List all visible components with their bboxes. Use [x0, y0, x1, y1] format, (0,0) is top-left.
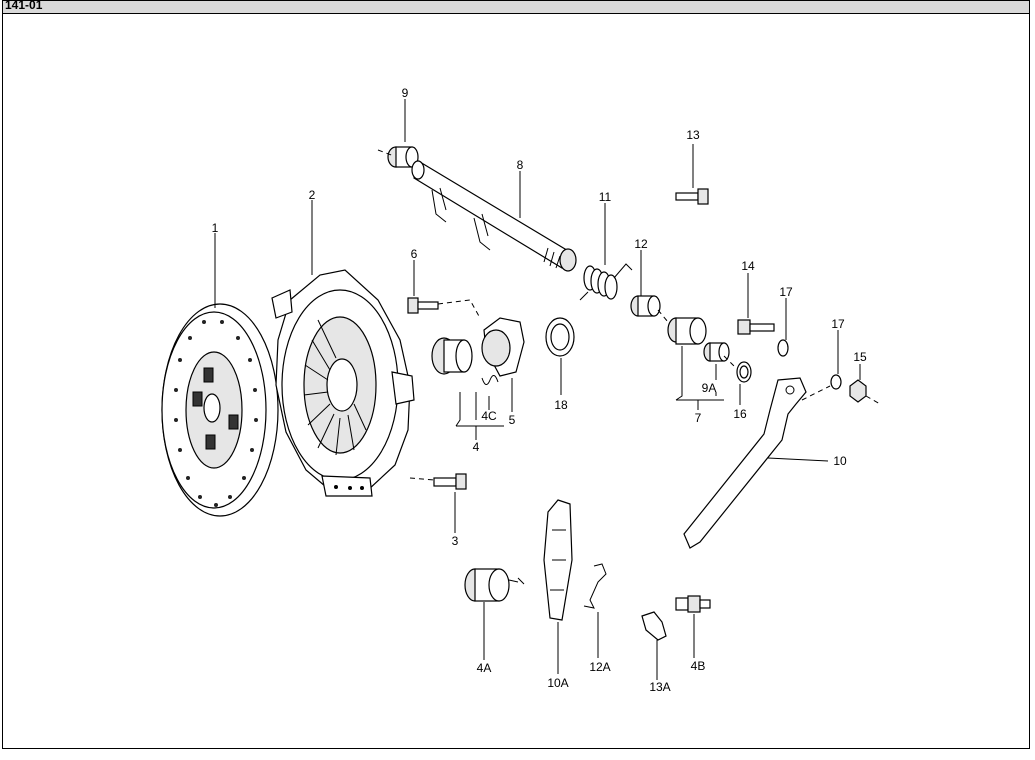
part-2-pressure-plate[interactable]: [271, 269, 415, 497]
callout-11: 11: [599, 190, 612, 204]
callout-15: 15: [853, 350, 867, 364]
callout-13: 13: [686, 128, 700, 142]
callout-7: 7: [695, 411, 702, 425]
callout-6: 6: [411, 247, 418, 261]
callout-4A: 4A: [477, 661, 492, 675]
part-7-bushing-set[interactable]: [667, 317, 707, 345]
part-10-release-lever[interactable]: [683, 377, 807, 549]
part-13-bolt[interactable]: [675, 188, 709, 205]
title-bar: 141-01: [3, 0, 1029, 14]
part-11-return-spring[interactable]: [579, 263, 633, 301]
callout-16: 16: [733, 407, 747, 421]
diagram-title: 141-01: [5, 0, 43, 12]
callout-8: 8: [517, 158, 524, 172]
callout-4C: 4C: [481, 409, 497, 423]
callout-4B: 4B: [691, 659, 706, 673]
callout-18: 18: [554, 398, 568, 412]
part-17-washer-lower[interactable]: [830, 374, 842, 390]
part-4B-pivot-pin[interactable]: [675, 595, 711, 613]
part-8-release-shaft[interactable]: [411, 160, 577, 272]
callout-14: 14: [741, 259, 755, 273]
callout-3: 3: [452, 534, 459, 548]
part-9A-bushing[interactable]: [703, 342, 730, 362]
part-1-clutch-disc[interactable]: [161, 303, 279, 517]
part-13A-clip[interactable]: [641, 611, 667, 641]
callout-9: 9: [402, 86, 409, 100]
callout-12A: 12A: [589, 660, 610, 674]
part-12-bushing[interactable]: [630, 295, 661, 317]
callout-10A: 10A: [547, 676, 568, 690]
callout-13A: 13A: [649, 680, 670, 694]
part-4A-release-bearing[interactable]: [464, 568, 525, 602]
part-4-release-bearing[interactable]: [431, 337, 473, 375]
callout-17-lower: 17: [831, 317, 845, 331]
part-9-bushing[interactable]: [387, 146, 419, 168]
part-6-bolt[interactable]: [407, 297, 439, 314]
callout-17-upper: 17: [779, 285, 793, 299]
callout-4: 4: [473, 440, 480, 454]
part-15-nut[interactable]: [849, 379, 867, 403]
callout-1: 1: [212, 221, 219, 235]
callout-12: 12: [634, 237, 648, 251]
part-18-seal-ring[interactable]: [545, 317, 575, 357]
callout-9A: 9A: [702, 381, 717, 395]
callout-5: 5: [509, 413, 516, 427]
callout-10: 10: [833, 454, 847, 468]
part-16-circlip[interactable]: [736, 361, 752, 383]
part-4C-retaining-clip[interactable]: [481, 375, 499, 385]
callout-2: 2: [309, 188, 316, 202]
part-17-washer-upper[interactable]: [777, 339, 789, 357]
part-3-bolt[interactable]: [433, 473, 467, 490]
part-12A-retaining-spring[interactable]: [583, 563, 607, 609]
part-5-guide-sleeve[interactable]: [481, 317, 525, 377]
part-10A-release-lever[interactable]: [543, 499, 573, 621]
part-14-bolt[interactable]: [737, 319, 775, 335]
